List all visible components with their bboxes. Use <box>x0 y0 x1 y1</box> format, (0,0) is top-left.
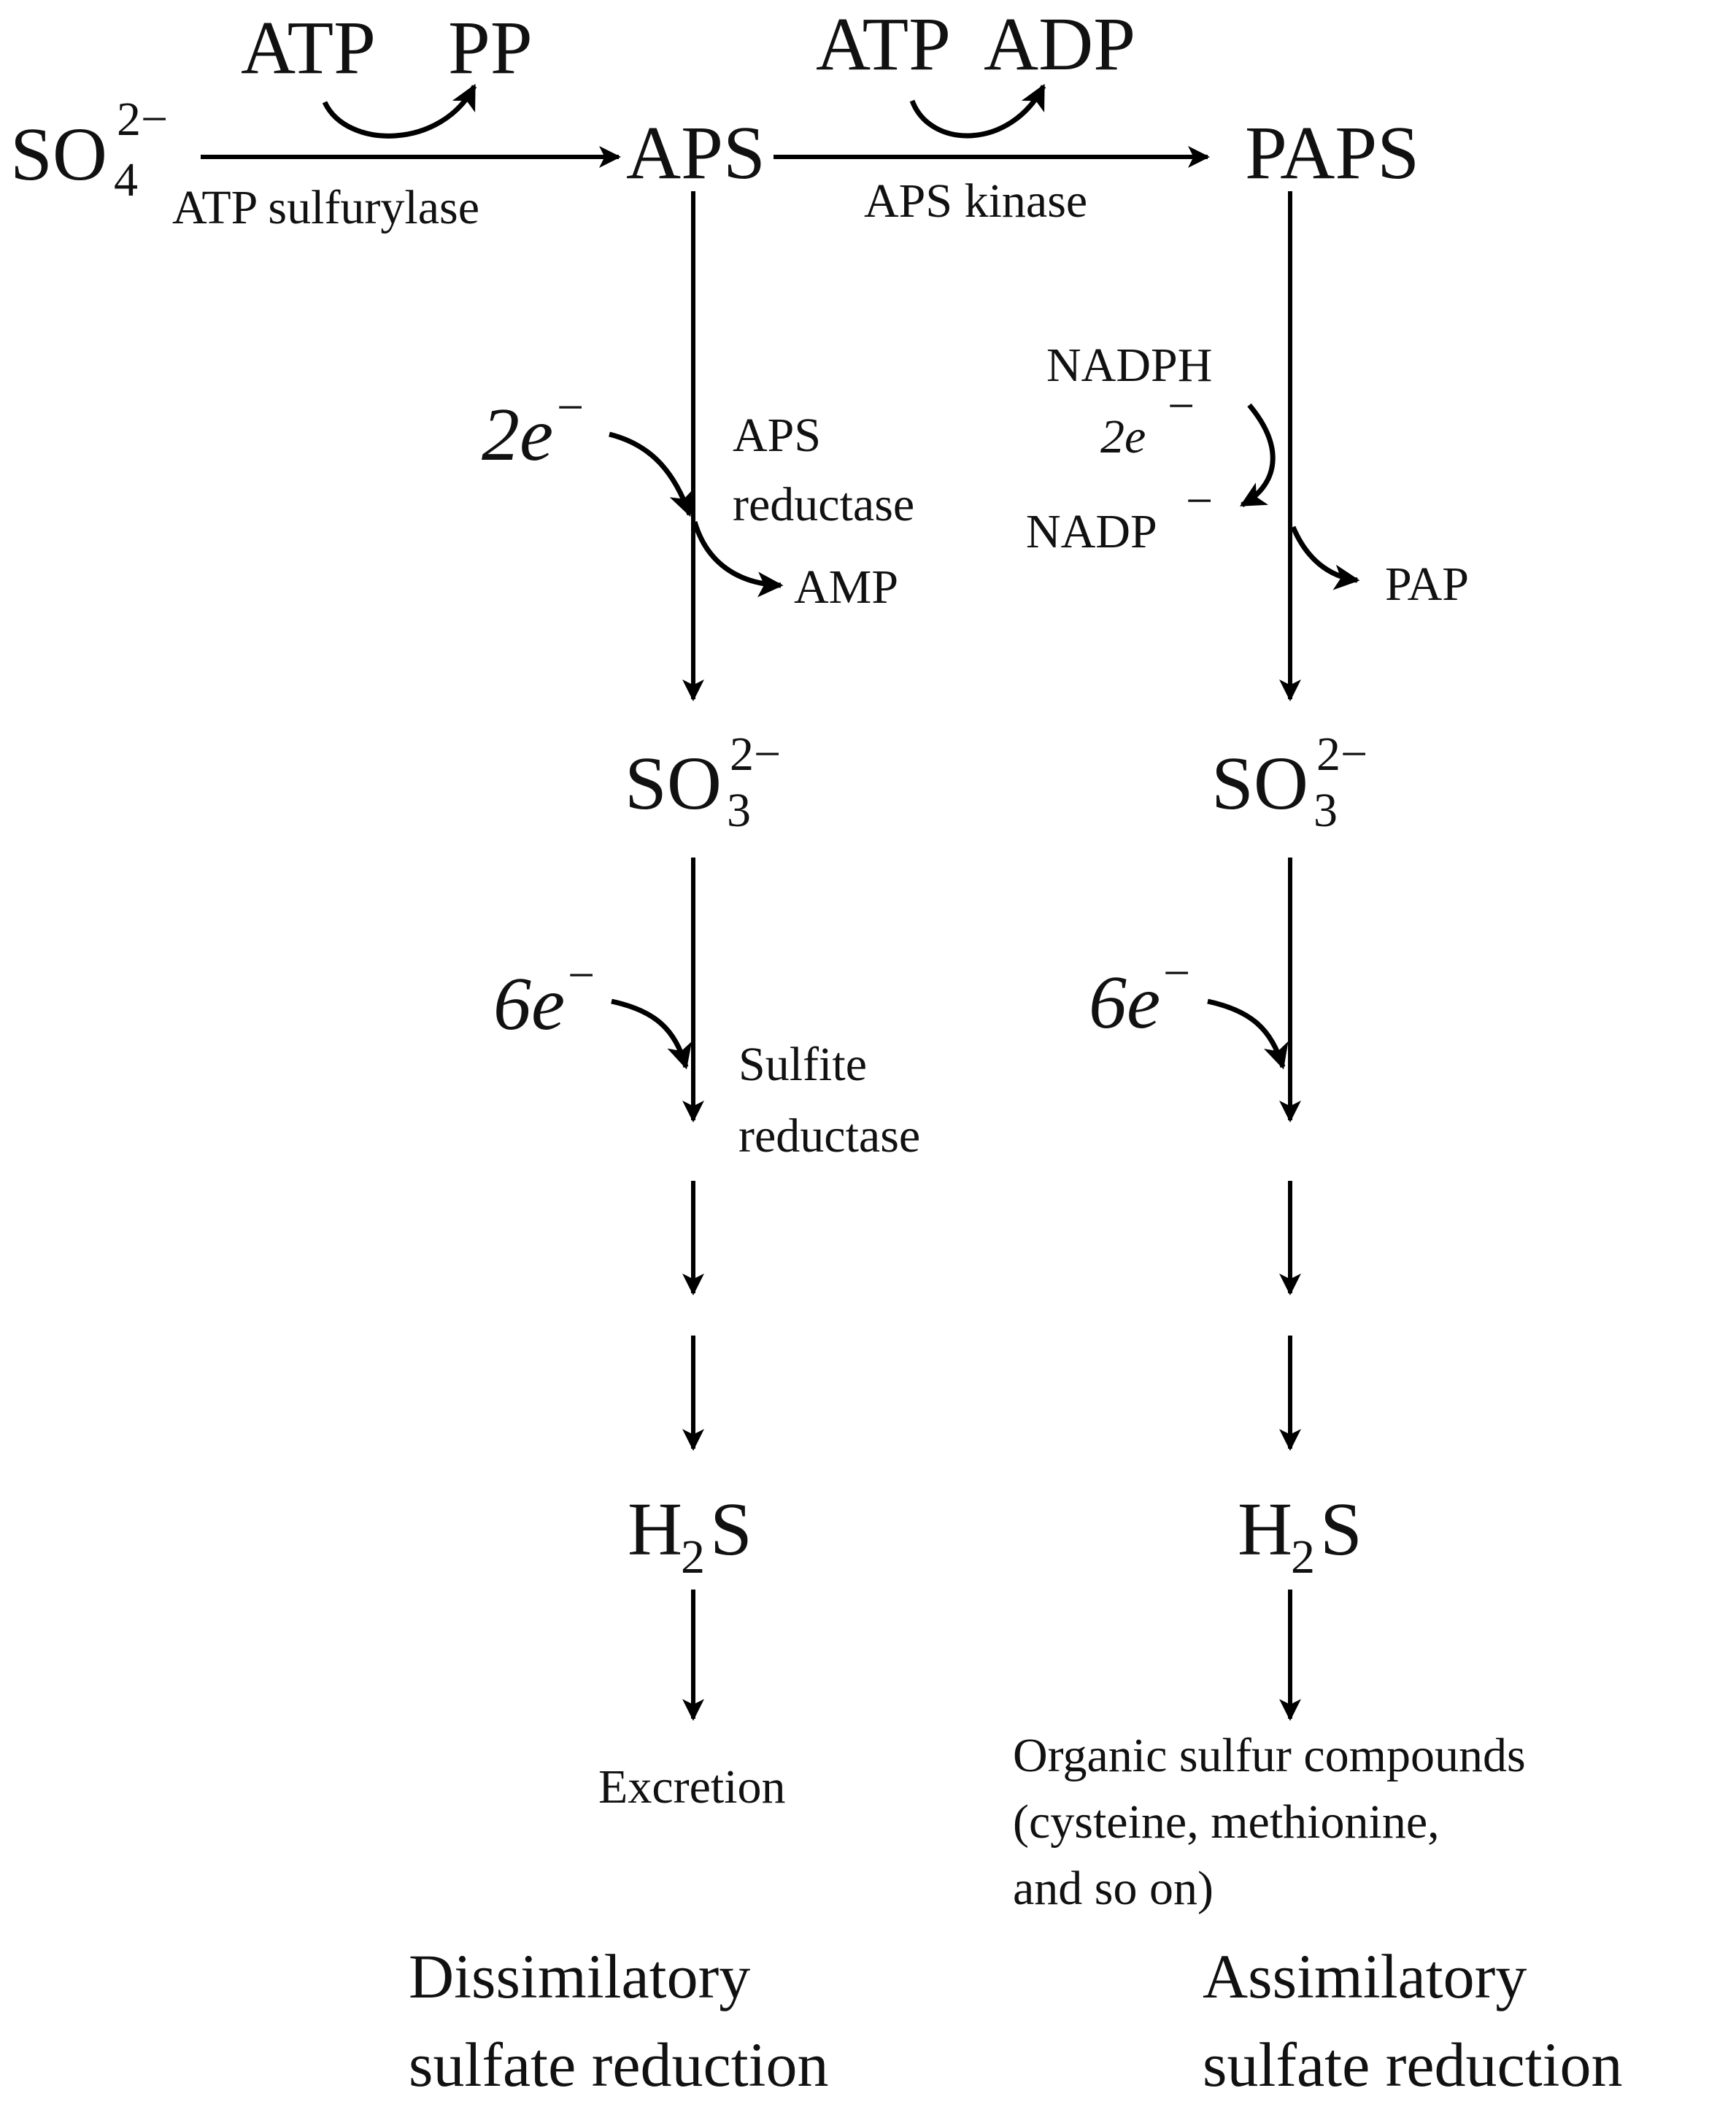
organic-label-3: and so on) <box>1013 1862 1214 1915</box>
assim-6e-charge: − <box>1163 947 1190 1000</box>
paps-label: PAPS <box>1245 111 1419 195</box>
dissim-2e-label: 2e <box>482 393 553 477</box>
assim-h2s-label: H <box>1238 1487 1292 1571</box>
sulfate-subscript: 4 <box>114 153 138 207</box>
dissim-6e-in-arrow <box>611 998 693 1070</box>
assim-sulfite-charge: 2− <box>1316 728 1367 781</box>
dissim-sulfite-subscript: 3 <box>727 784 751 837</box>
aps-reductase-label-1: APS <box>733 409 821 462</box>
atp-label-2: ATP <box>816 2 951 86</box>
dissim-sulfite-charge: 2− <box>730 728 781 781</box>
atp-label-1: ATP <box>241 6 376 90</box>
dissim-h2s-label: H <box>628 1487 682 1571</box>
dissim-h2s-subscript: 2 <box>681 1530 705 1584</box>
dissim-sulfite-label: SO <box>625 741 722 825</box>
aps-label: APS <box>626 111 765 195</box>
amp-label: AMP <box>794 560 898 614</box>
pap-label: PAP <box>1385 558 1469 611</box>
nadp-label: NADP <box>1026 505 1157 558</box>
pap-out-arrow <box>1290 525 1360 590</box>
assim-6e-in-arrow <box>1207 998 1289 1070</box>
amp-out-arrow <box>692 521 784 598</box>
nadph-curved-arrow <box>1239 403 1276 508</box>
assim-h2s-subscript: 2 <box>1291 1530 1315 1584</box>
sulfite-reductase-label-1: Sulfite <box>738 1038 867 1091</box>
pp-label: PP <box>448 6 533 90</box>
aps-reductase-label-2: reductase <box>733 478 914 531</box>
assim-title-1: Assimilatory <box>1203 1941 1527 2011</box>
nadp-charge: − <box>1186 474 1213 528</box>
adp-label: ADP <box>984 2 1135 86</box>
dissim-title-1: Dissimilatory <box>409 1941 750 2011</box>
sulfate-label: SO <box>10 112 107 196</box>
dissim-6e-charge: − <box>568 949 595 1002</box>
organic-label-2: (cysteine, methionine, <box>1013 1795 1440 1849</box>
dissim-6e-label: 6e <box>493 962 565 1046</box>
assim-sulfite-label: SO <box>1211 741 1308 825</box>
sulfite-reductase-label-2: reductase <box>738 1109 920 1163</box>
organic-label-1: Organic sulfur compounds <box>1013 1729 1526 1782</box>
assim-2e-label: 2e <box>1100 410 1146 463</box>
dissim-title-2: sulfate reduction <box>409 2030 829 2100</box>
atp-sulfurylase-label: ATP sulfurylase <box>172 181 479 234</box>
assim-h2s-s: S <box>1320 1487 1362 1571</box>
sulfate-charge: 2− <box>117 93 168 146</box>
assim-6e-label: 6e <box>1089 960 1160 1044</box>
assim-title-2: sulfate reduction <box>1203 2030 1623 2100</box>
dissim-2e-charge: − <box>557 381 584 434</box>
atp-to-pp-curved-arrow <box>322 83 477 139</box>
assim-2e-charge: − <box>1168 380 1195 433</box>
aps-kinase-label: APS kinase <box>864 174 1087 228</box>
nadph-label: NADPH <box>1046 339 1212 392</box>
assim-sulfite-subscript: 3 <box>1313 784 1338 837</box>
dissim-2e-in-arrow <box>609 431 694 517</box>
excretion-label: Excretion <box>598 1760 786 1814</box>
atp-to-adp-curved-arrow <box>909 83 1046 139</box>
dissim-h2s-s: S <box>710 1487 752 1571</box>
